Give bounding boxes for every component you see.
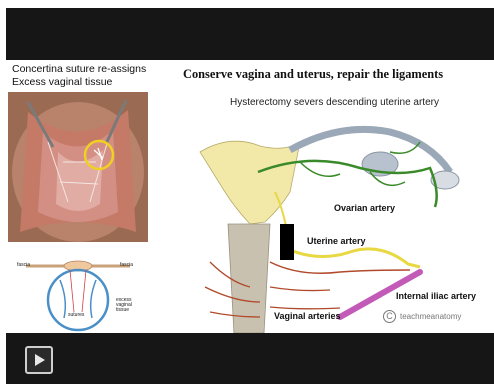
photo-caption-line2: Excess vaginal tissue [12,76,146,89]
label-internal-iliac-artery: Internal iliac artery [396,291,476,301]
schematic-label-excess: excess vaginal tissue [116,298,142,313]
top-letterbox-bar [6,8,494,60]
label-uterine-artery: Uterine artery [307,236,366,246]
label-vaginal-arteries: Vaginal arteries [274,311,341,321]
play-button[interactable] [25,346,53,374]
bottom-control-bar [6,333,494,384]
watermark: teachmeanatomy [400,312,461,321]
copyright-icon: C [383,310,396,323]
play-icon [33,353,47,367]
surgical-photo [8,92,148,242]
photo-caption-line1: Concertina suture re-assigns [12,63,146,76]
photo-caption: Concertina suture re-assigns Excess vagi… [12,63,146,89]
slide-subtitle: Hysterectomy severs descending uterine a… [230,97,439,108]
schematic-label-fascia-left: fascia [17,262,30,268]
schematic-label-sutures: sutures [68,312,84,318]
label-ovarian-artery: Ovarian artery [334,203,395,213]
schematic-label-fascia-right: fascia [120,262,133,268]
slide-title: Conserve vagina and uterus, repair the l… [183,67,494,82]
